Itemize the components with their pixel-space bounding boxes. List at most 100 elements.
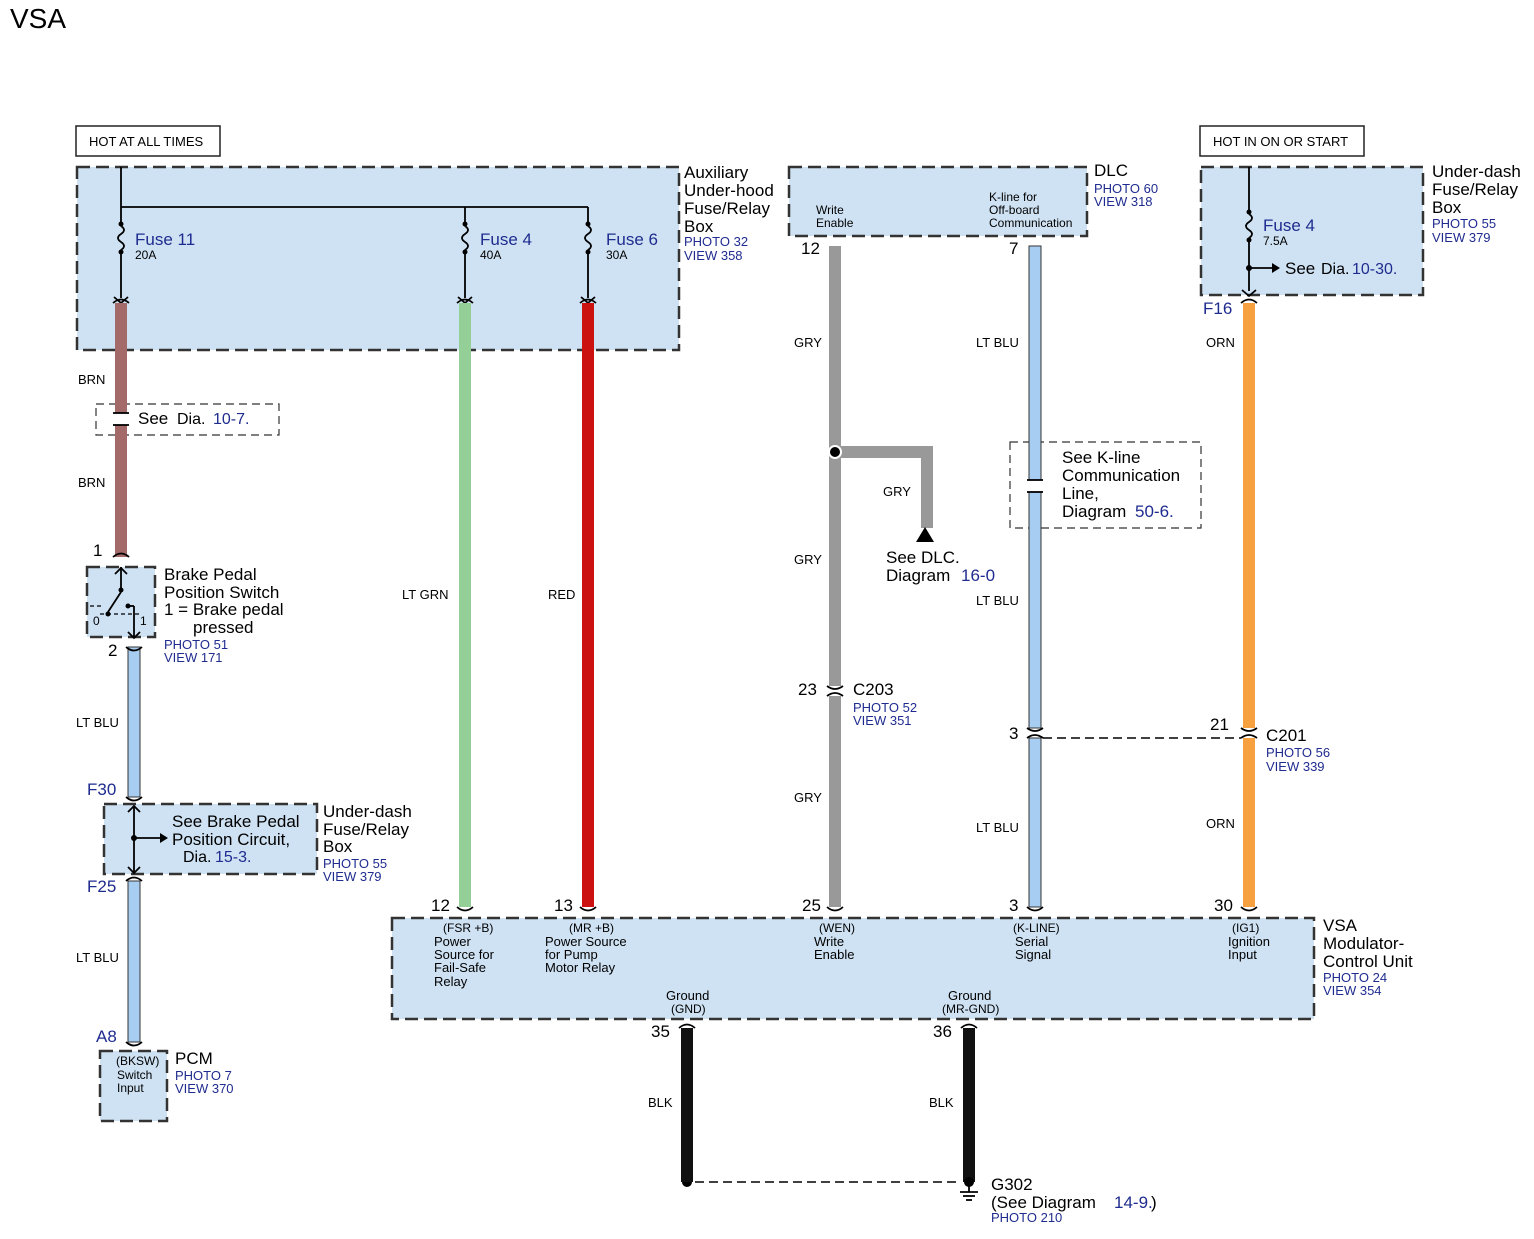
- svg-text:VIEW 370: VIEW 370: [175, 1081, 234, 1096]
- svg-text:Ground: Ground: [666, 988, 709, 1003]
- svg-text:Communication: Communication: [989, 216, 1072, 230]
- svg-text:Brake Pedal: Brake Pedal: [164, 565, 257, 584]
- svg-text:30: 30: [1214, 896, 1233, 915]
- svg-text:Dia.: Dia.: [177, 411, 205, 428]
- svg-text:): ): [1151, 1193, 1157, 1212]
- dlc-label: DLC PHOTO 60 VIEW 318 Write Enable K-lin…: [801, 161, 1158, 258]
- brake-pin-top: 1: [93, 541, 102, 560]
- svg-text:25: 25: [802, 896, 821, 915]
- brake-pos-0: 0: [93, 614, 100, 628]
- svg-text:LT BLU: LT BLU: [976, 335, 1019, 350]
- fuse-6-symbol: [580, 221, 596, 305]
- svg-text:VIEW 351: VIEW 351: [853, 713, 912, 728]
- svg-text:16-0: 16-0: [961, 566, 995, 585]
- svg-text:See K-line: See K-line: [1062, 448, 1140, 467]
- svg-text:Auxiliary: Auxiliary: [684, 163, 749, 182]
- svg-text:14-9.: 14-9.: [1114, 1193, 1153, 1212]
- brn-wire-bottom-cap: [112, 552, 130, 558]
- fuse-11-symbol: [113, 221, 129, 305]
- vsa-unit-box: [390, 916, 1316, 1021]
- svg-text:PHOTO 60: PHOTO 60: [1094, 181, 1158, 196]
- svg-text:RED: RED: [548, 587, 575, 602]
- svg-text:(BKSW): (BKSW): [116, 1054, 159, 1068]
- svg-text:Under-hood: Under-hood: [684, 181, 774, 200]
- underdash-fuse-box-mid: [102, 802, 319, 876]
- svg-text:PHOTO 32: PHOTO 32: [684, 234, 748, 249]
- svg-text:7.5A: 7.5A: [1263, 234, 1288, 248]
- hot-at-all-times-header: HOT AT ALL TIMES: [75, 125, 221, 157]
- fuse-6-amp: 30A: [606, 248, 627, 262]
- svg-text:LT BLU: LT BLU: [976, 593, 1019, 608]
- svg-text:Switch: Switch: [117, 1068, 152, 1082]
- svg-text:Source for: Source for: [434, 947, 495, 962]
- svg-text:Enable: Enable: [816, 216, 854, 230]
- svg-text:C203: C203: [853, 680, 894, 699]
- svg-text:PHOTO 7: PHOTO 7: [175, 1068, 232, 1083]
- underdash-top-label: Fuse 4 7.5A See Dia. 10-30. Under-dash F…: [1203, 162, 1521, 318]
- svg-text:Position Circuit,: Position Circuit,: [172, 830, 290, 849]
- svg-text:BRN: BRN: [78, 475, 105, 490]
- svg-text:PHOTO 24: PHOTO 24: [1323, 970, 1387, 985]
- blk-wire-mr-gnd: [963, 1028, 975, 1172]
- kline-wire-lower: [1028, 737, 1042, 908]
- lt-blu-brake-wire-2: [127, 880, 141, 1043]
- svg-text:Dia.: Dia.: [183, 849, 211, 866]
- svg-text:ORN: ORN: [1206, 335, 1235, 350]
- c203-connector: [826, 685, 844, 697]
- brake-pin-bottom: 2: [108, 641, 117, 660]
- svg-text:Serial: Serial: [1015, 934, 1048, 949]
- svg-text:Input: Input: [1228, 947, 1257, 962]
- ground-symbol-icon: [960, 1177, 978, 1201]
- brake-switch-label: Brake Pedal Position Switch 1 = Brake pe…: [164, 565, 284, 665]
- svg-text:See: See: [138, 409, 168, 428]
- brake-switch-symbol: [90, 566, 141, 640]
- svg-text:LT BLU: LT BLU: [76, 715, 119, 730]
- svg-text:Communication: Communication: [1062, 466, 1180, 485]
- svg-text:PHOTO 210: PHOTO 210: [991, 1210, 1062, 1225]
- svg-text:GRY: GRY: [794, 552, 822, 567]
- vsa-pin-kline: (K-LINE) Serial Signal: [1013, 921, 1060, 962]
- svg-text:Control Unit: Control Unit: [1323, 952, 1413, 971]
- svg-text:K-line for: K-line for: [989, 190, 1037, 204]
- svg-text:VIEW 358: VIEW 358: [684, 248, 743, 263]
- lt-blu-brake-wire-1: [127, 646, 141, 798]
- svg-text:ORN: ORN: [1206, 816, 1235, 831]
- vsa-unit-label: VSA Modulator- Control Unit PHOTO 24 VIE…: [1323, 916, 1413, 998]
- svg-text:Off-board: Off-board: [989, 203, 1039, 217]
- vsa-pin-wen: (WEN) Write Enable: [814, 921, 855, 962]
- svg-text:35: 35: [651, 1022, 670, 1041]
- aux-bus: [120, 167, 589, 222]
- fuse-11-amp: 20A: [135, 248, 156, 262]
- svg-text:(GND): (GND): [671, 1002, 706, 1016]
- svg-text:Under-dash: Under-dash: [323, 802, 412, 821]
- svg-text:7: 7: [1009, 239, 1018, 258]
- svg-text:(IG1): (IG1): [1232, 921, 1259, 935]
- g302-label: G302 (See Diagram 14-9. ) PHOTO 210: [991, 1175, 1157, 1225]
- svg-text:LT BLU: LT BLU: [76, 950, 119, 965]
- svg-text:VIEW 318: VIEW 318: [1094, 194, 1153, 209]
- gry-wire-upper: [829, 246, 841, 686]
- svg-text:VIEW 354: VIEW 354: [1323, 983, 1382, 998]
- svg-text:13: 13: [554, 896, 573, 915]
- svg-text:pressed: pressed: [193, 618, 253, 637]
- svg-text:12: 12: [801, 239, 820, 258]
- svg-text:BRN: BRN: [78, 372, 105, 387]
- svg-text:PHOTO 56: PHOTO 56: [1266, 745, 1330, 760]
- svg-text:Line,: Line,: [1062, 484, 1099, 503]
- svg-text:23: 23: [798, 680, 817, 699]
- fuse-4-name: Fuse 4: [480, 230, 532, 249]
- c203-label: 23 C203 PHOTO 52 VIEW 351: [798, 680, 917, 728]
- svg-text:G302: G302: [991, 1175, 1033, 1194]
- svg-text:Motor Relay: Motor Relay: [545, 960, 616, 975]
- svg-text:Position Switch: Position Switch: [164, 583, 279, 602]
- svg-text:21: 21: [1210, 715, 1229, 734]
- svg-text:for Pump: for Pump: [545, 947, 598, 962]
- svg-text:(K-LINE): (K-LINE): [1013, 921, 1060, 935]
- svg-text:15-3.: 15-3.: [215, 849, 251, 866]
- gry-splice: [828, 445, 842, 459]
- svg-text:1 = Brake pedal: 1 = Brake pedal: [164, 600, 284, 619]
- hot-in-on-label: HOT IN ON OR START: [1213, 134, 1348, 149]
- svg-text:50-6.: 50-6.: [1135, 502, 1174, 521]
- fuse-4-amp: 40A: [480, 248, 501, 262]
